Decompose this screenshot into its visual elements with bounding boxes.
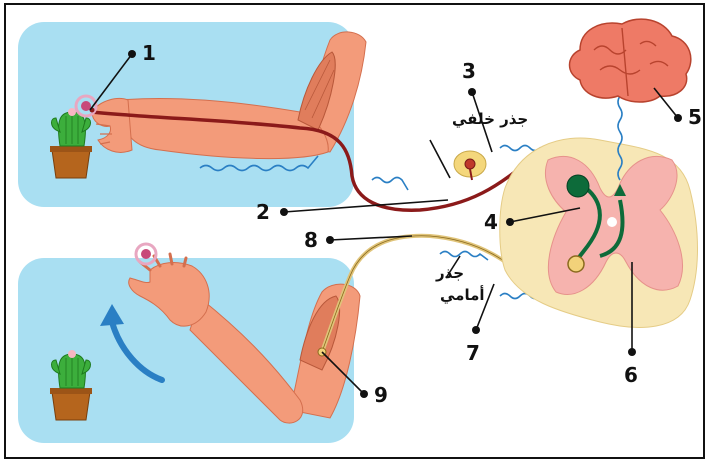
svg-text:4: 4 xyxy=(484,210,498,234)
svg-text:1: 1 xyxy=(142,41,156,65)
svg-text:جذر: جذر xyxy=(435,264,464,282)
svg-text:6: 6 xyxy=(624,363,638,387)
svg-text:9: 9 xyxy=(374,383,388,407)
svg-text:3: 3 xyxy=(462,59,476,83)
brain-icon xyxy=(570,19,691,102)
ventral-root-label: جذر أمامي xyxy=(435,256,485,304)
svg-text:5: 5 xyxy=(688,105,702,129)
dorsal-root-ganglion xyxy=(454,151,486,180)
callout-3: 3 xyxy=(462,59,492,152)
svg-text:2: 2 xyxy=(256,200,270,224)
svg-text:أمامي: أمامي xyxy=(440,285,485,304)
svg-text:7: 7 xyxy=(466,341,480,365)
svg-text:جذر خلفي: جذر خلفي xyxy=(452,110,528,128)
svg-text:8: 8 xyxy=(304,228,318,252)
spinal-cord-section xyxy=(500,138,698,327)
